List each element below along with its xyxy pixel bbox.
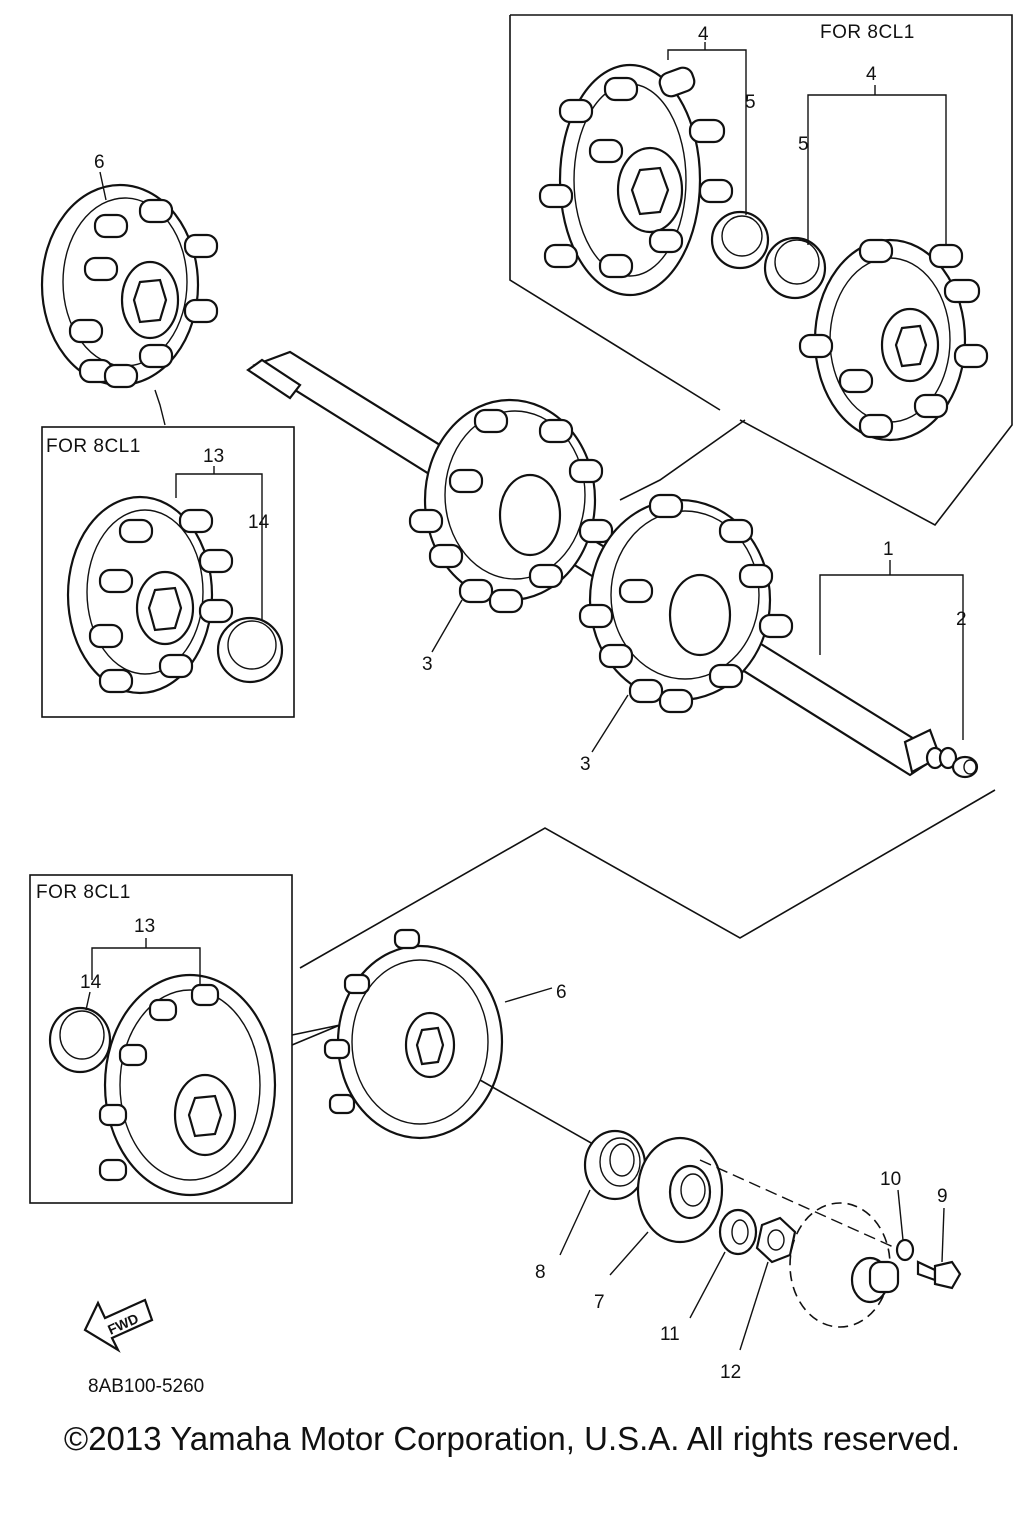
washer-10: 10 <box>880 1169 915 1262</box>
svg-text:5: 5 <box>798 134 809 155</box>
callout-5a: 5 <box>745 92 756 113</box>
box-bottom-left: FOR 8CL1 13 14 <box>29 874 293 1204</box>
sprocket-6-top: 6 <box>40 152 219 426</box>
sprocket-top-left <box>538 63 734 297</box>
callout-4b: 4 <box>807 64 947 245</box>
box-mid-left: FOR 8CL1 13 14 <box>41 426 295 718</box>
bearing-8: 8 <box>535 1129 647 1283</box>
leader-wheel-to-bearing <box>479 1079 601 1149</box>
callout-2: 2 <box>956 609 967 630</box>
callout-1: 1 <box>883 539 894 560</box>
svg-text:4: 4 <box>698 24 709 45</box>
wheel-6-bottom: 6 <box>323 928 567 1140</box>
svg-text:4: 4 <box>866 64 877 85</box>
callout-7: 7 <box>594 1292 605 1313</box>
washer-11: 11 <box>660 1208 758 1345</box>
callout-6b: 6 <box>556 982 567 1003</box>
callout-4a: 4 <box>667 24 747 215</box>
flange-7: 7 <box>594 1136 724 1313</box>
sprocket-3-left: 3 <box>408 398 614 675</box>
callout-9: 9 <box>937 1186 948 1207</box>
callout-13a: 13 <box>203 446 224 467</box>
box-top-right-title: FOR 8CL1 <box>820 22 915 43</box>
callout-10: 10 <box>880 1169 901 1190</box>
shaft-end-part-2 <box>951 755 979 779</box>
callout-3a: 3 <box>422 654 433 675</box>
box-bottom-left-title: FOR 8CL1 <box>36 882 131 903</box>
housing-dashed <box>699 1159 901 1328</box>
callout-12: 12 <box>720 1362 741 1383</box>
callout-14b: 14 <box>80 972 102 993</box>
drawing-code: 8AB100-5260 <box>88 1376 204 1397</box>
callout-14a: 14 <box>248 512 270 533</box>
callout-6a: 6 <box>94 152 105 173</box>
callout-13b: 13 <box>134 916 155 937</box>
ring-part-14-bottom <box>48 1006 112 1074</box>
sprocket-top-right <box>798 238 989 442</box>
bolt-9: 9 <box>916 1186 962 1290</box>
leader-box-to-shaft <box>619 419 746 501</box>
sprocket-13-mid <box>66 495 234 695</box>
ring-part-5a <box>710 210 770 270</box>
svg-text:5: 5 <box>745 92 756 113</box>
leader-shaft-to-lower <box>299 789 996 969</box>
callout-5b: 5 <box>798 134 809 155</box>
box-mid-left-title: FOR 8CL1 <box>46 436 141 457</box>
callout-8: 8 <box>535 1262 546 1283</box>
diagram-canvas: FOR 8CL1 <box>29 14 1013 1397</box>
callout-3b: 3 <box>580 754 591 775</box>
ring-part-5b <box>763 236 827 300</box>
callout-1-2: 1 2 <box>819 539 967 740</box>
fwd-arrow-icon: FWD <box>83 1298 154 1353</box>
nut-12: 12 <box>720 1216 797 1383</box>
ring-part-14-mid <box>216 616 284 684</box>
box-top-right: FOR 8CL1 <box>509 14 1013 527</box>
sprocket-13-bottom <box>98 973 277 1197</box>
callout-11: 11 <box>660 1324 680 1345</box>
copyright-notice: ©2013 Yamaha Motor Corporation, U.S.A. A… <box>63 1420 961 1457</box>
sprocket-3-right: 3 <box>578 493 794 775</box>
